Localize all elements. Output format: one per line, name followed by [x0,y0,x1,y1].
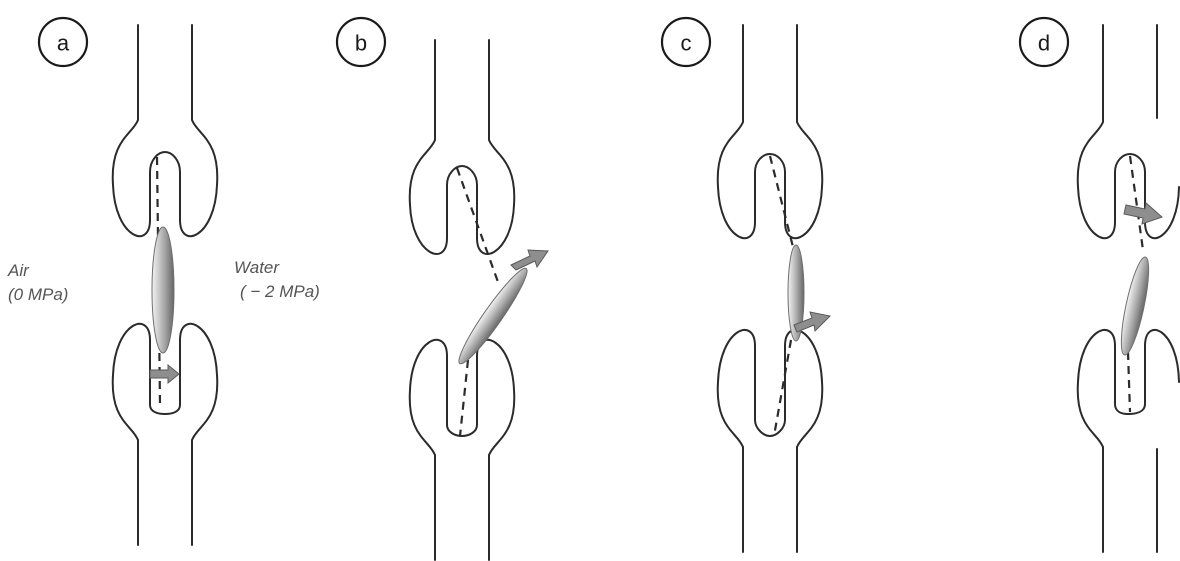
pit-membrane-torus [452,263,533,368]
panel-label: d [1038,31,1050,56]
displacement-arrow [150,365,179,383]
panel-label: b [355,31,367,56]
pit-membrane-torus [152,227,174,353]
air-label: Air [7,261,30,280]
torus-strand [460,360,468,436]
displacement-arrow [511,250,548,270]
water-label: Water [234,258,280,277]
displacement-arrow [1124,203,1162,224]
water-pressure-label: ( − 2 MPa) [240,282,320,301]
panel-d: d [1020,18,1179,552]
panel-label: c [681,31,692,56]
air-pressure-label: (0 MPa) [8,285,68,304]
panel-label: a [57,31,70,56]
torus-strand [774,340,791,436]
pit-outline [1078,25,1179,552]
torus-strand [1130,156,1143,250]
torus-strand [1128,352,1130,412]
pit-outline [718,25,823,552]
torus-strand [770,156,793,247]
panel-a: a [39,18,217,545]
panel-c: c [662,18,830,552]
panel-b: b [337,18,548,560]
pit-membrane-torus [1116,255,1154,357]
